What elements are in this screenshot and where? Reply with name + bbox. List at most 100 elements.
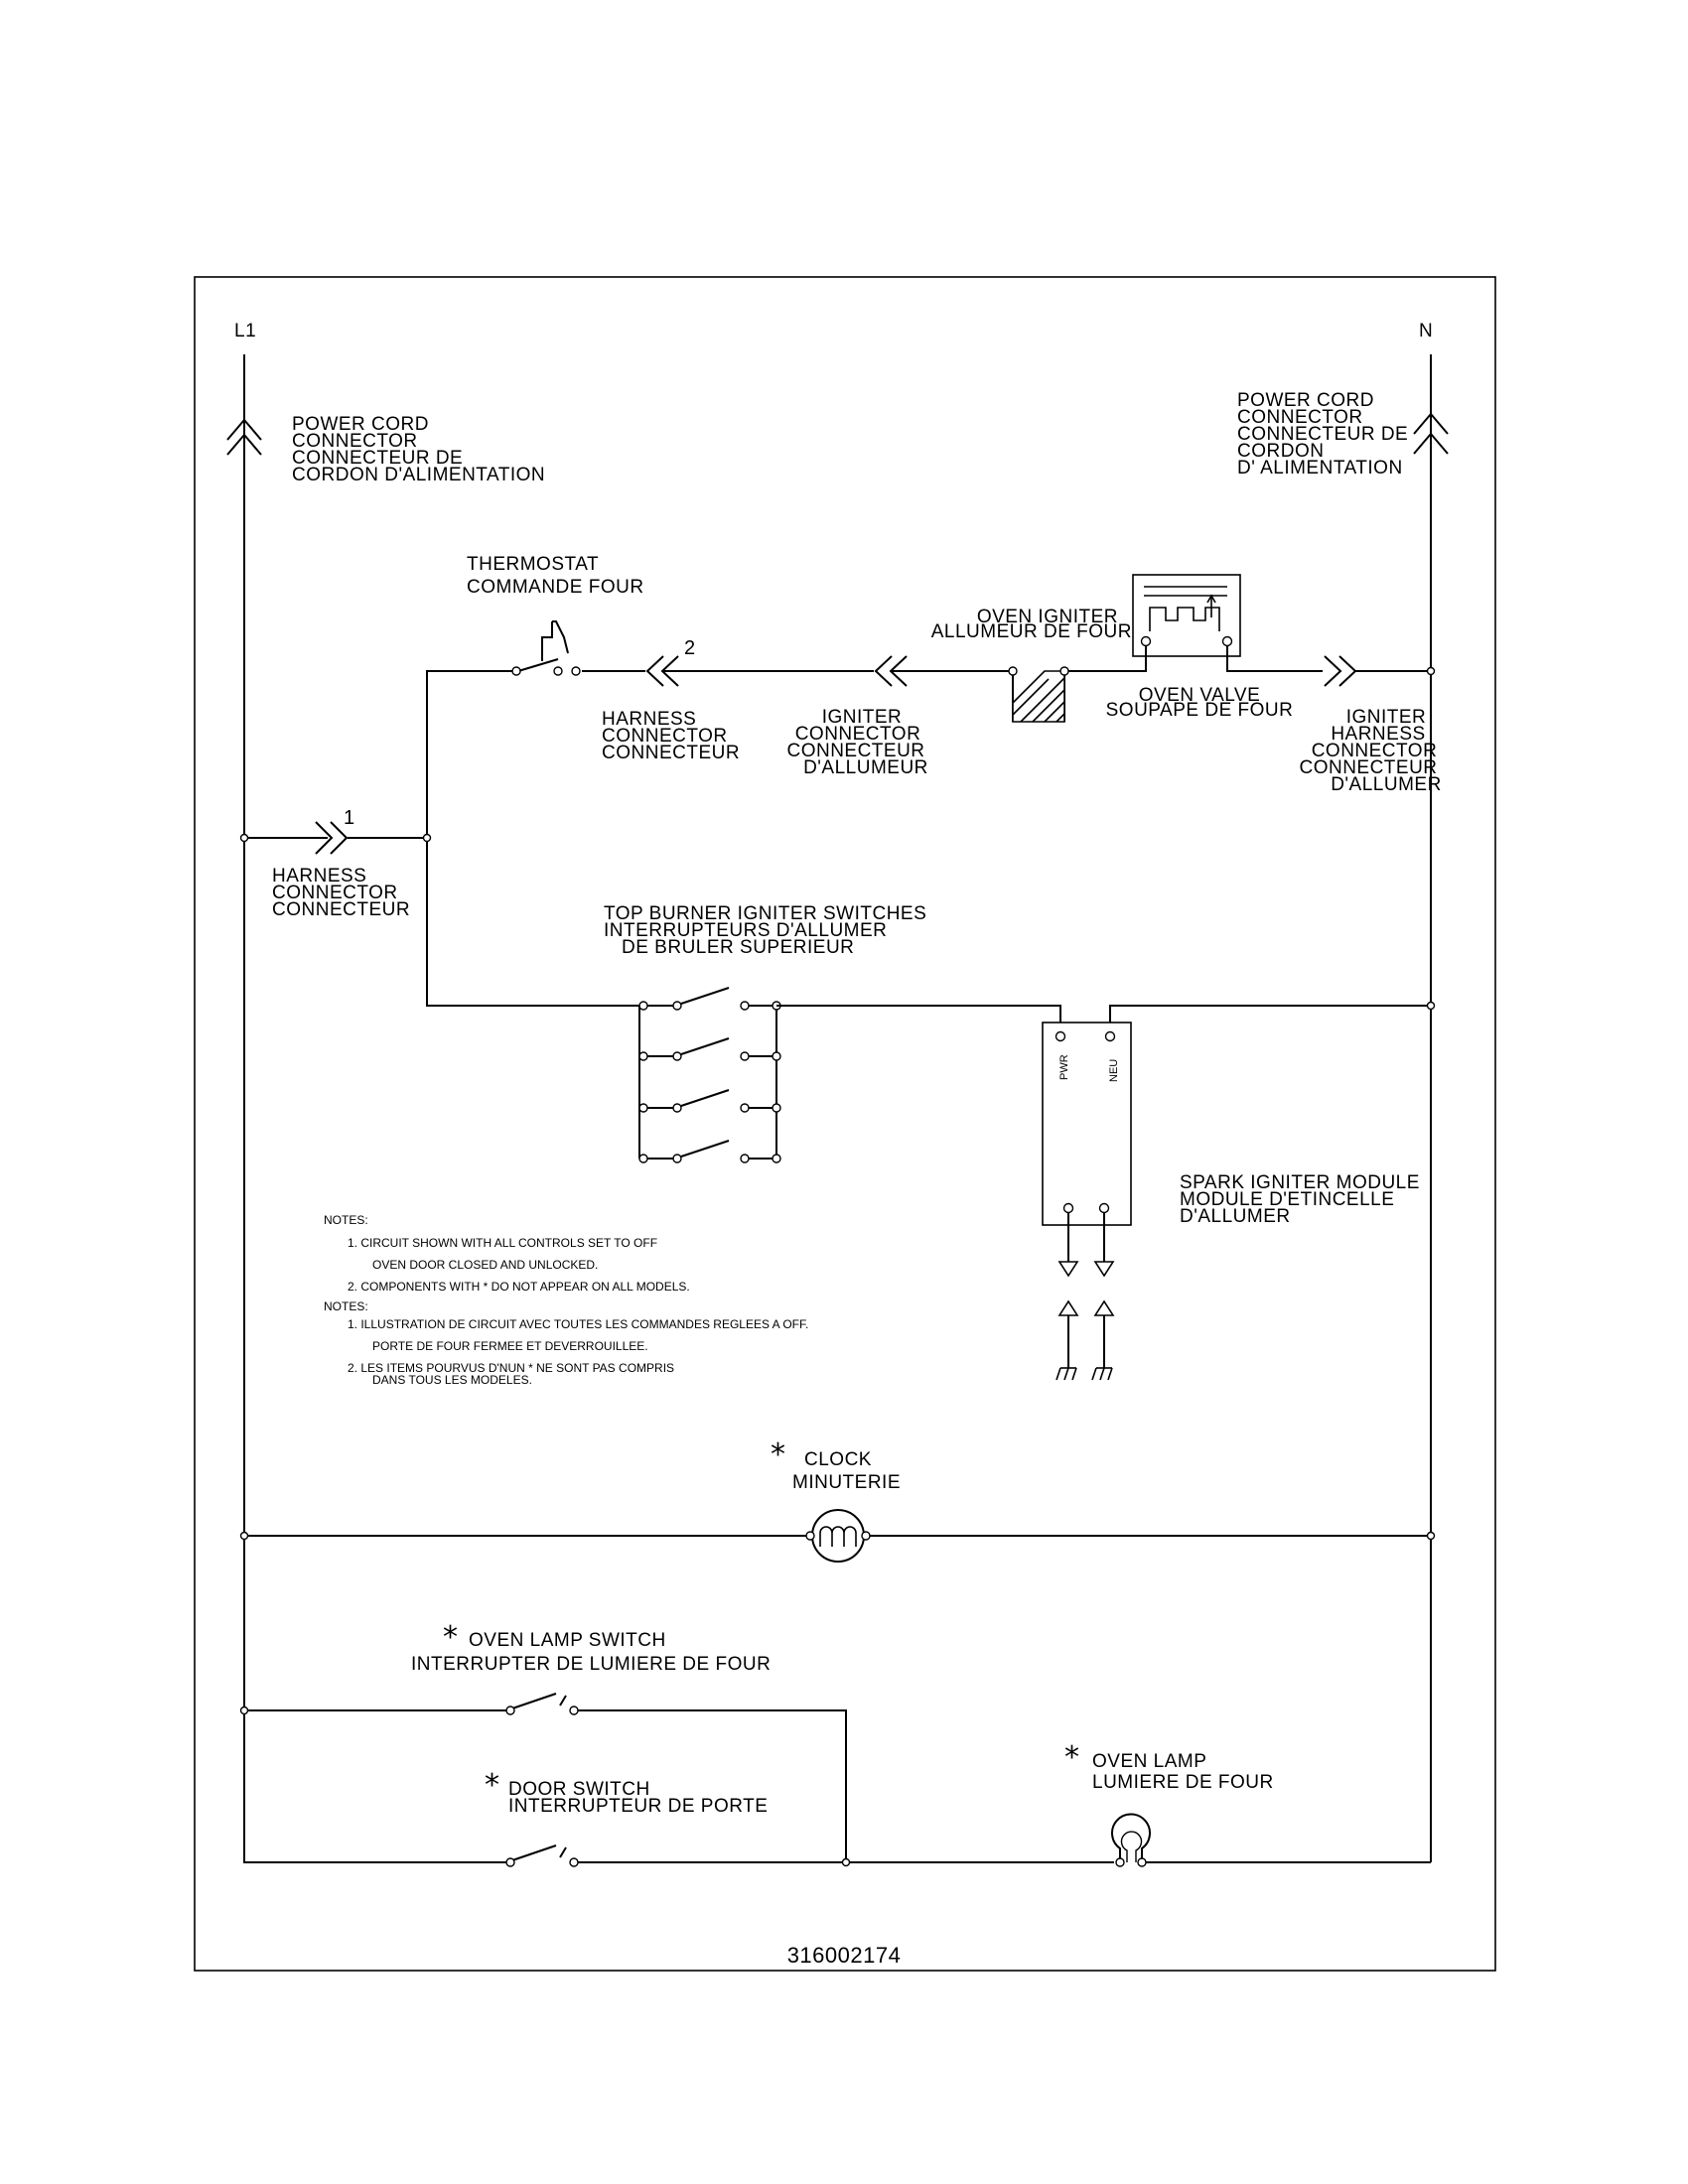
- oven-lamp-switch-asterisk: *: [443, 1620, 458, 1655]
- svg-text:CORDON: CORDON: [1237, 441, 1324, 462]
- svg-text:OVEN LAMP: OVEN LAMP: [1092, 1751, 1206, 1772]
- svg-text:IGNITER: IGNITER: [822, 707, 903, 728]
- harness-connector-left-number: 1: [344, 807, 354, 829]
- harness-connector-left-label: HARNESS CONNECTOR CONNECTEUR: [272, 866, 410, 920]
- door-switch-asterisk: *: [485, 1768, 499, 1803]
- svg-text:INTERRUPTER DE LUMIERE DE FOUR: INTERRUPTER DE LUMIERE DE FOUR: [411, 1654, 771, 1675]
- svg-text:OVEN IGNITER: OVEN IGNITER: [977, 607, 1118, 627]
- svg-text:LUMIERE DE FOUR: LUMIERE DE FOUR: [1092, 1772, 1274, 1793]
- svg-text:SOUPAPE DE FOUR: SOUPAPE DE FOUR: [1106, 700, 1294, 721]
- thermostat-label: THERMOSTAT COMMANDE FOUR: [467, 554, 644, 598]
- igniter-harness-connector: [1324, 655, 1357, 687]
- oven-igniter-symbol: [1012, 641, 1147, 723]
- door-switch: [505, 1844, 579, 1867]
- svg-text:2. COMPONENTS WITH * DO NOT A: 2. COMPONENTS WITH * DO NOT APPEAR ON AL…: [348, 1280, 690, 1294]
- svg-text:SPARK IGNITER MODULE: SPARK IGNITER MODULE: [1180, 1172, 1420, 1193]
- svg-text:CONNECTOR: CONNECTOR: [602, 726, 728, 747]
- notes-french: NOTES: 1. ILLUSTRATION DE CIRCUIT AVEC T…: [324, 1299, 808, 1387]
- svg-text:CONNECTOR: CONNECTOR: [1312, 741, 1438, 761]
- svg-text:1. CIRCUIT SHOWN WITH ALL CON: 1. CIRCUIT SHOWN WITH ALL CONTROLS SET T…: [348, 1236, 657, 1250]
- svg-text:DE BRULER SUPERIEUR: DE BRULER SUPERIEUR: [622, 937, 854, 958]
- svg-text:COMMANDE FOUR: COMMANDE FOUR: [467, 577, 644, 598]
- svg-text:NOTES:: NOTES:: [324, 1299, 368, 1313]
- svg-text:TOP BURNER IGNITER SWITCHES: TOP BURNER IGNITER SWITCHES: [604, 903, 926, 924]
- svg-text:CONNECTOR: CONNECTOR: [1237, 407, 1363, 428]
- harness-connector-top-number: 2: [684, 637, 695, 659]
- oven-lamp-label: OVEN LAMP LUMIERE DE FOUR: [1092, 1751, 1274, 1793]
- power-cord-connector-right: [1413, 412, 1449, 455]
- harness-connector-left: [315, 821, 349, 855]
- spark-electrodes: [1055, 1299, 1115, 1381]
- clock-label: CLOCK MINUTERIE: [792, 1449, 901, 1493]
- svg-text:CLOCK: CLOCK: [804, 1449, 872, 1470]
- svg-text:MODULE D'ETINCELLE: MODULE D'ETINCELLE: [1180, 1189, 1394, 1210]
- svg-text:OVEN VALVE: OVEN VALVE: [1139, 685, 1261, 706]
- svg-text:CORDON D'ALIMENTATION: CORDON D'ALIMENTATION: [292, 465, 545, 485]
- svg-text:HARNESS: HARNESS: [602, 709, 696, 730]
- thermostat-symbol: [517, 620, 569, 672]
- oven-lamp-asterisk: *: [1064, 1740, 1079, 1775]
- svg-text:DANS TOUS LES MODELES.: DANS TOUS LES MODELES.: [372, 1373, 532, 1387]
- oven-lamp-symbol: [1111, 1813, 1151, 1867]
- svg-text:D'ALLUMER: D'ALLUMER: [1331, 774, 1442, 795]
- oven-lamp-switch: [505, 1693, 579, 1715]
- harness-connector-top-label: HARNESS CONNECTOR CONNECTEUR: [602, 709, 740, 763]
- svg-text:NOTES:: NOTES:: [324, 1213, 368, 1227]
- junction-dots: [239, 666, 1436, 1715]
- svg-text:IGNITER: IGNITER: [1346, 707, 1427, 728]
- svg-text:THERMOSTAT: THERMOSTAT: [467, 554, 599, 575]
- svg-text:ALLUMEUR DE FOUR: ALLUMEUR DE FOUR: [931, 621, 1132, 642]
- svg-text:INTERRUPTEUR DE PORTE: INTERRUPTEUR DE PORTE: [508, 1796, 768, 1817]
- oven-lamp-switch-out-wire: [578, 1709, 847, 1862]
- power-cord-left-label: POWER CORD CONNECTOR CONNECTEUR DE CORDO…: [292, 414, 545, 485]
- door-switch-in-wire: [243, 1710, 506, 1863]
- svg-text:CONNECTOR: CONNECTOR: [795, 724, 921, 745]
- svg-text:D'ALLUMER: D'ALLUMER: [1180, 1206, 1291, 1227]
- svg-text:HARNESS: HARNESS: [1331, 724, 1425, 745]
- spark-igniter-module: [1042, 1022, 1132, 1226]
- igniter-connector-label: IGNITER CONNECTOR CONNECTEUR D'ALLUMEUR: [786, 707, 927, 778]
- oven-igniter-label: OVEN IGNITER ALLUMEUR DE FOUR: [931, 607, 1132, 642]
- oven-valve-label: OVEN VALVE SOUPAPE DE FOUR: [1106, 685, 1294, 721]
- igniter-harness-label: IGNITER HARNESS CONNECTOR CONNECTEUR D'A…: [1299, 707, 1441, 795]
- spark-module-label: SPARK IGNITER MODULE MODULE D'ETINCELLE …: [1180, 1172, 1420, 1227]
- svg-text:CONNECTEUR: CONNECTEUR: [1299, 757, 1437, 778]
- svg-text:POWER CORD: POWER CORD: [292, 414, 429, 435]
- notes-english: NOTES: 1. CIRCUIT SHOWN WITH ALL CONTROL…: [324, 1213, 690, 1294]
- svg-text:CONNECTEUR: CONNECTEUR: [602, 743, 740, 763]
- clock-asterisk: *: [771, 1437, 785, 1472]
- svg-text:CONNECTOR: CONNECTOR: [292, 431, 418, 452]
- svg-text:D'ALLUMEUR: D'ALLUMEUR: [803, 757, 928, 778]
- module-neu-wire: [1109, 1005, 1431, 1030]
- top-burner-switches: [638, 987, 781, 1163]
- power-cord-right-label: POWER CORD CONNECTOR CONNECTEUR DE CORDO…: [1237, 390, 1408, 478]
- clock-motor-symbol: [805, 1509, 871, 1563]
- part-number: 316002174: [787, 1943, 902, 1968]
- diagram-border: [194, 276, 1496, 1972]
- module-neu-label: NEU: [1108, 1059, 1120, 1082]
- svg-text:CONNECTEUR DE: CONNECTEUR DE: [1237, 424, 1408, 445]
- svg-text:CONNECTOR: CONNECTOR: [272, 883, 398, 903]
- line-n-label: N: [1419, 321, 1433, 341]
- svg-text:1. ILLUSTRATION DE CIRCUIT AV: 1. ILLUSTRATION DE CIRCUIT AVEC TOUTES L…: [348, 1317, 808, 1331]
- module-pwr-label: PWR: [1058, 1054, 1070, 1080]
- svg-text:INTERRUPTEURS D'ALLUMER: INTERRUPTEURS D'ALLUMER: [604, 920, 887, 941]
- svg-text:2. LES ITEMS POURVUS D'NUN *: 2. LES ITEMS POURVUS D'NUN * NE SONT PAS…: [348, 1361, 674, 1375]
- top-burner-label: TOP BURNER IGNITER SWITCHES INTERRUPTEUR…: [604, 903, 926, 958]
- svg-text:D' ALIMENTATION: D' ALIMENTATION: [1237, 458, 1403, 478]
- svg-text:OVEN LAMP SWITCH: OVEN LAMP SWITCH: [469, 1630, 666, 1651]
- top-burner-feed-wire: [426, 838, 639, 1007]
- thermostat-feed-wire: [426, 670, 512, 838]
- svg-text:CONNECTEUR DE: CONNECTEUR DE: [292, 448, 463, 469]
- svg-text:MINUTERIE: MINUTERIE: [792, 1472, 901, 1493]
- spark-output-leads: [1057, 1212, 1115, 1278]
- module-pwr-wire: [776, 1005, 1061, 1030]
- line-l1-label: L1: [234, 321, 256, 341]
- svg-text:CONNECTEUR: CONNECTEUR: [786, 741, 924, 761]
- svg-text:POWER CORD: POWER CORD: [1237, 390, 1374, 411]
- oven-lamp-switch-label: OVEN LAMP SWITCH INTERRUPTER DE LUMIERE …: [411, 1630, 771, 1675]
- svg-text:DOOR SWITCH: DOOR SWITCH: [508, 1779, 650, 1800]
- svg-text:HARNESS: HARNESS: [272, 866, 366, 887]
- svg-text:OVEN DOOR CLOSED AND UNLOCKED.: OVEN DOOR CLOSED AND UNLOCKED.: [372, 1258, 598, 1272]
